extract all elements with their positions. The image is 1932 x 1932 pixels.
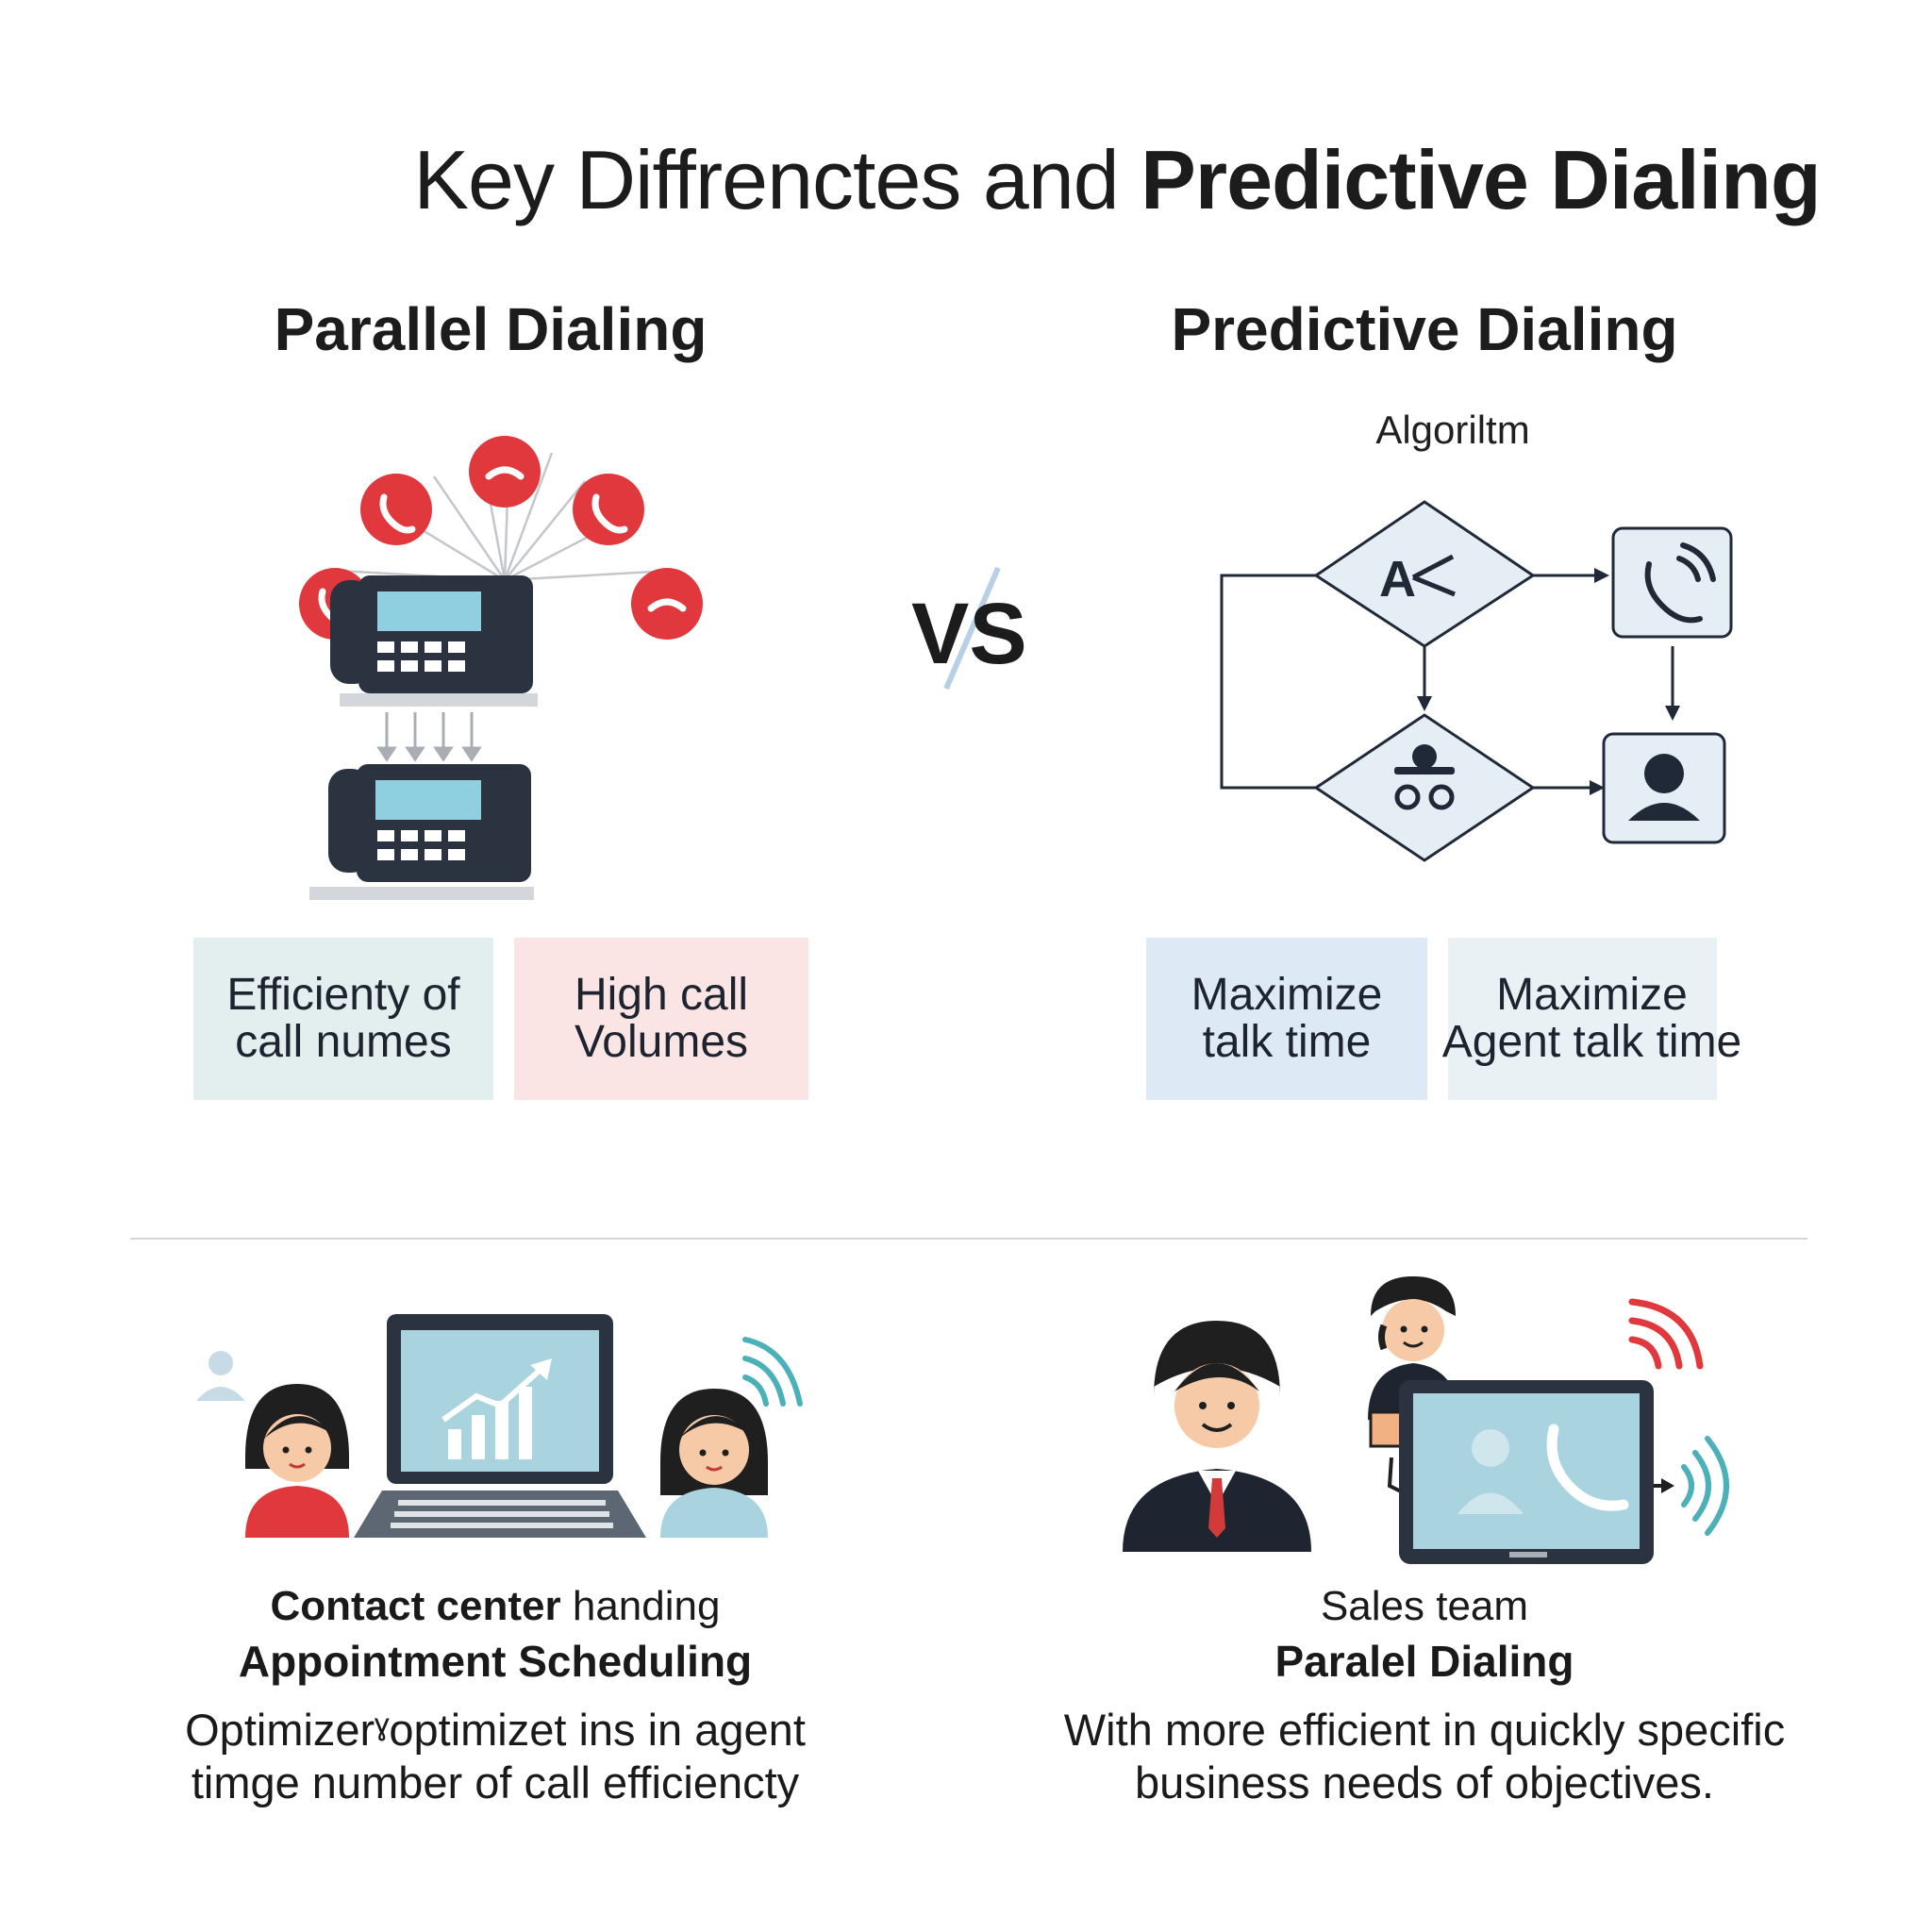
benefit-box-volumes: High call Volumes <box>514 938 808 1100</box>
red-signal-icon <box>1628 1298 1704 1370</box>
benefit-text-line: talk time <box>1202 1017 1372 1067</box>
sales-team-illustration <box>1123 1276 1729 1564</box>
benefit-text-line: Efficienty of <box>226 969 460 1020</box>
page-title: Key Diffrenctes and Predictive Dialing <box>0 132 1932 228</box>
user-bubble-icon <box>196 1351 245 1401</box>
parallel-dialing-illustration <box>299 436 703 900</box>
benefit-text-line: Maximize <box>1496 969 1688 1020</box>
predictive-flow-diagram: A <box>1220 500 1733 862</box>
benefit-text-line: High call <box>574 969 749 1020</box>
flow-label: Algoriltm <box>1375 408 1530 452</box>
contact-center-caption: Contact center handing Appointment Sched… <box>151 1583 840 1810</box>
vs-label: VS <box>911 586 1027 682</box>
caption-bold-lead: Contact center <box>270 1583 561 1629</box>
businessman <box>1123 1321 1311 1552</box>
woman-agent-right <box>660 1389 768 1538</box>
phone-box <box>1611 526 1733 639</box>
contact-center-illustration <box>196 1314 803 1538</box>
section-divider <box>130 1238 1807 1240</box>
agents-icon <box>1394 744 1455 810</box>
title-part1: Key Diffrenctes and <box>413 133 1119 226</box>
caption-method: Paralel Dialing <box>1274 1637 1574 1686</box>
vs-badge: VS <box>894 566 1083 708</box>
caption-desc-line2: timge number of call efficiencty <box>191 1757 800 1808</box>
benefit-box-efficiency: Efficienty of call numes <box>193 938 493 1100</box>
right-heading: Predictive Dialing <box>1171 295 1678 363</box>
left-heading: Parallel Dialing <box>274 295 708 363</box>
benefit-text-line: Maximize <box>1191 969 1383 1020</box>
tablet <box>1399 1380 1654 1564</box>
teal-signal-icon <box>1654 1436 1729 1536</box>
down-arrows <box>376 712 482 762</box>
woman-agent-left <box>245 1384 349 1538</box>
decision-diamond-agents <box>1313 713 1536 862</box>
person-icon <box>1628 754 1700 821</box>
ab-symbol: A <box>1379 551 1416 608</box>
benefit-text-line: Agent talk time <box>1441 1017 1742 1067</box>
wifi-signal-icon <box>742 1337 803 1407</box>
benefit-text-line: call numes <box>235 1017 452 1067</box>
caption-team: Sales team <box>1320 1583 1529 1629</box>
caption-lead-rest: handing <box>572 1583 721 1629</box>
caption-use-case: Appointment Scheduling <box>238 1637 753 1686</box>
caption-desc-line1: With more efficient in quickly specific <box>1063 1705 1786 1755</box>
caption-desc-line2: business needs of objectives. <box>1135 1757 1714 1808</box>
title-part2: Predictive Dialing <box>1141 133 1821 226</box>
benefit-text-line: Volumes <box>574 1017 749 1067</box>
phone-ring-icon <box>1644 542 1716 624</box>
laptop <box>354 1314 646 1538</box>
upper-desk-phone <box>330 575 538 707</box>
caption-desc-line1: Optimizerˠoptimizet ins in agent <box>185 1705 806 1755</box>
lower-desk-phone <box>309 764 534 900</box>
benefit-box-agent-talk-time: Maximize Agent talk time <box>1442 938 1741 1100</box>
vs-slash <box>943 566 1001 691</box>
sales-team-caption: Sales team Paralel Dialing With more eff… <box>1042 1583 1807 1810</box>
benefit-box-talk-time: Maximize talk time <box>1146 938 1427 1100</box>
